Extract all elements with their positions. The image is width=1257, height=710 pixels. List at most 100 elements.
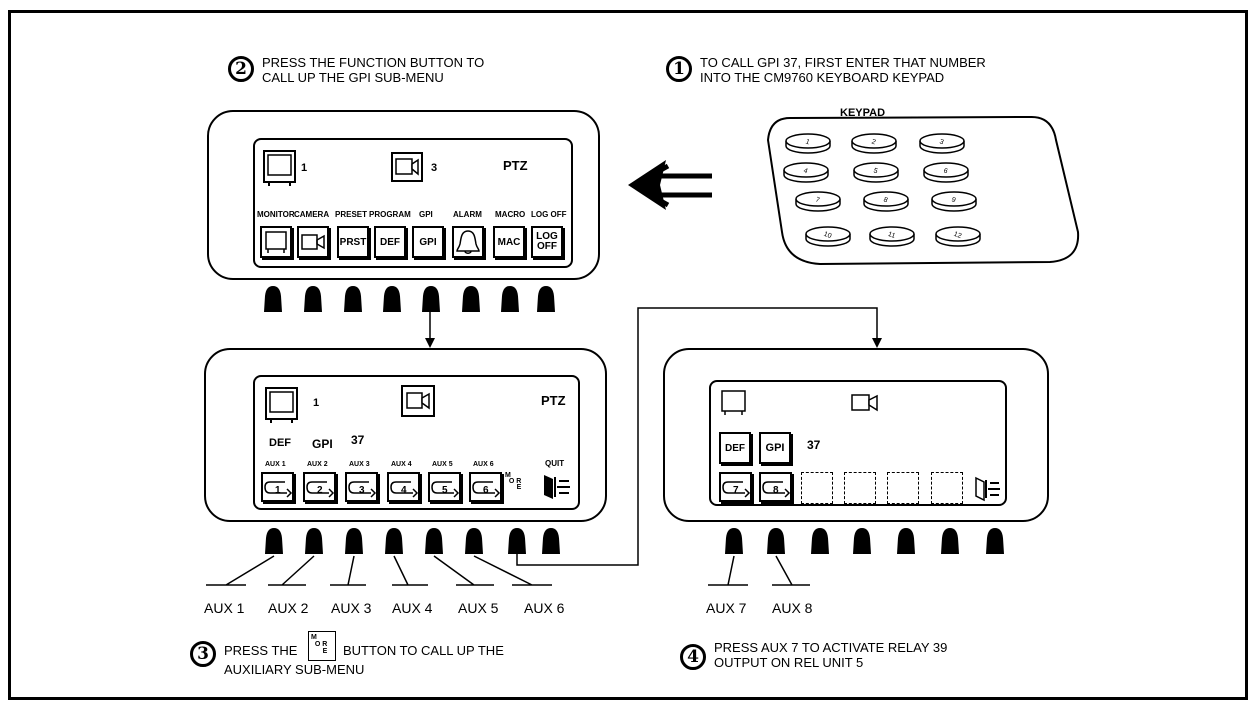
softkey[interactable] <box>425 528 443 554</box>
more-button-glyph: M O R E <box>308 631 336 661</box>
step-1-text: TO CALL GPI 37, FIRST ENTER THAT NUMBER … <box>700 55 986 85</box>
keypad-key[interactable]: 9 <box>931 191 977 212</box>
aux-5-button[interactable]: 5 <box>428 472 461 502</box>
step-2-number: 2 <box>228 56 254 82</box>
softkey[interactable] <box>265 528 283 554</box>
step-3-number: 3 <box>190 641 216 667</box>
keypad-key[interactable]: 12 <box>935 226 981 247</box>
function-key[interactable] <box>501 286 519 312</box>
softkey[interactable] <box>465 528 483 554</box>
aux-3-button[interactable]: 3 <box>345 472 378 502</box>
softkey[interactable] <box>941 528 959 554</box>
bell-icon <box>456 230 480 254</box>
softkey[interactable] <box>508 528 526 554</box>
monitor-button[interactable] <box>260 226 292 258</box>
program-button[interactable]: DEF <box>374 226 406 258</box>
function-key[interactable] <box>537 286 555 312</box>
gpi-number: 37 <box>807 438 821 452</box>
label-gpi: GPI <box>419 210 433 219</box>
aux-4-button[interactable]: 4 <box>387 472 420 502</box>
softkey[interactable] <box>305 528 323 554</box>
step-4-line1: PRESS AUX 7 TO ACTIVATE RELAY 39 <box>714 640 948 655</box>
monitor-icon <box>265 231 287 253</box>
more-letter-r: R <box>516 478 522 485</box>
more-letter-m: M <box>311 634 317 641</box>
softkey[interactable] <box>767 528 785 554</box>
empty-slot <box>931 472 963 504</box>
aux-number: 8 <box>773 485 779 496</box>
auxiliary-submenu-screen: DEF GPI 37 7 8 <box>709 380 1007 506</box>
aux-4-label: AUX 4 <box>392 600 433 616</box>
aux-1-button[interactable]: 1 <box>261 472 294 502</box>
aux-2-button[interactable]: 2 <box>303 472 336 502</box>
aux-label-5: AUX 5 <box>432 461 453 468</box>
keypad-key[interactable]: 7 <box>795 191 841 212</box>
gpi-button[interactable]: GPI <box>412 226 444 258</box>
aux-5-label: AUX 5 <box>458 600 499 616</box>
keypad-key[interactable]: 1 <box>785 133 831 154</box>
macro-button[interactable]: MAC <box>493 226 525 258</box>
keypad-key[interactable]: 10 <box>805 226 851 247</box>
ptz-label: PTZ <box>503 158 528 173</box>
softkey[interactable] <box>385 528 403 554</box>
keypad-key[interactable]: 3 <box>919 133 965 154</box>
keypad-key-label: 6 <box>942 167 948 175</box>
softkey[interactable] <box>853 528 871 554</box>
aux-number: 1 <box>275 485 281 496</box>
more-letter-r: R <box>322 641 328 648</box>
preset-button[interactable]: PRST <box>337 226 369 258</box>
def-button[interactable]: DEF <box>719 432 751 464</box>
aux-loop-icon <box>431 481 460 498</box>
step-1-line2: INTO THE CM9760 KEYBOARD KEYPAD <box>700 70 945 85</box>
aux-3-label: AUX 3 <box>331 600 372 616</box>
keypad-key[interactable]: 2 <box>851 133 897 154</box>
quit-exit-icon[interactable] <box>973 474 1003 504</box>
softkey[interactable] <box>725 528 743 554</box>
alarm-button[interactable] <box>452 226 484 258</box>
function-key[interactable] <box>383 286 401 312</box>
function-key[interactable] <box>422 286 440 312</box>
step-3-line2: AUXILIARY SUB-MENU <box>224 662 365 677</box>
keypad-key[interactable]: 5 <box>853 162 899 183</box>
aux-7-button[interactable]: 7 <box>719 472 752 502</box>
monitor-icon <box>721 390 746 415</box>
keypad-key[interactable]: 8 <box>863 191 909 212</box>
keypad-key-label: 11 <box>887 231 896 240</box>
log-off-button[interactable]: LOG OFF <box>531 226 563 258</box>
function-key[interactable] <box>344 286 362 312</box>
label-program: PROGRAM <box>369 210 411 219</box>
aux-8-button[interactable]: 8 <box>759 472 792 502</box>
softkey[interactable] <box>811 528 829 554</box>
aux-loop-icon <box>348 481 377 498</box>
empty-slot <box>801 472 833 504</box>
softkey[interactable] <box>542 528 560 554</box>
keypad-title: KEYPAD <box>840 107 886 119</box>
camera-button[interactable] <box>297 226 329 258</box>
softkey[interactable] <box>897 528 915 554</box>
function-key[interactable] <box>264 286 282 312</box>
function-key[interactable] <box>304 286 322 312</box>
keypad-key[interactable]: 4 <box>783 162 829 183</box>
aux-1-label: AUX 1 <box>204 600 245 616</box>
empty-slot <box>887 472 919 504</box>
keypad-key-label: 7 <box>814 196 820 204</box>
aux-loop-icon <box>722 481 751 498</box>
aux-6-button[interactable]: 6 <box>469 472 502 502</box>
softkey[interactable] <box>986 528 1004 554</box>
camera-icon <box>301 234 325 250</box>
softkey[interactable] <box>345 528 363 554</box>
step-1-number: 1 <box>666 56 692 82</box>
keypad-key[interactable]: 11 <box>869 226 915 247</box>
diagram-frame <box>8 10 1248 700</box>
aux-loop-icon <box>306 481 335 498</box>
step-4-text: PRESS AUX 7 TO ACTIVATE RELAY 39 OUTPUT … <box>714 640 947 670</box>
keypad-key[interactable]: 6 <box>923 162 969 183</box>
gpi-button[interactable]: GPI <box>759 432 791 464</box>
quit-exit-icon[interactable] <box>541 471 573 503</box>
function-key[interactable] <box>462 286 480 312</box>
